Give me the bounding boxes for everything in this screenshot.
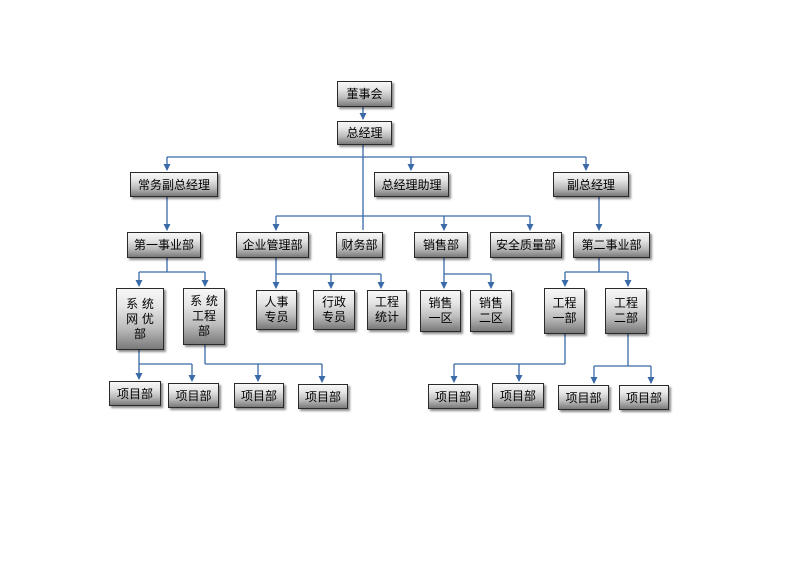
board-node: 董事会	[337, 81, 392, 107]
general-manager-node: 总经理	[337, 121, 392, 145]
sales-node: 销售部	[414, 232, 468, 258]
finance-node: 财务部	[336, 232, 383, 258]
gm-assistant-node: 总经理助理	[374, 172, 449, 197]
sales-zone-1-node: 销售 一区	[420, 290, 461, 332]
project-dept-node: 项目部	[234, 383, 284, 408]
vice-gm-node: 副总经理	[553, 172, 629, 197]
engineering-statistics-node: 工程 统计	[367, 290, 407, 330]
admin-specialist-node: 行政 专员	[313, 290, 355, 330]
system-network-optimization-node: 系 统 网 优 部	[116, 288, 164, 350]
project-dept-node: 项目部	[558, 385, 609, 410]
engineering-dept-2-node: 工程 二部	[605, 288, 647, 334]
safety-quality-node: 安全质量部	[490, 232, 562, 258]
first-division-node: 第一事业部	[127, 232, 201, 258]
engineering-dept-1-node: 工程 一部	[544, 288, 585, 334]
project-dept-node: 项目部	[109, 381, 161, 406]
project-dept-node: 项目部	[619, 385, 669, 410]
project-dept-node: 项目部	[168, 383, 219, 408]
second-division-node: 第二事业部	[573, 232, 650, 258]
system-engineering-node: 系 统 工程 部	[183, 288, 225, 345]
project-dept-node: 项目部	[298, 384, 348, 409]
project-dept-node: 项目部	[428, 384, 478, 409]
executive-vice-gm-node: 常务副总经理	[130, 172, 218, 197]
project-dept-node: 项目部	[492, 383, 544, 408]
sales-zone-2-node: 销售 二区	[470, 290, 512, 332]
hr-specialist-node: 人事 专员	[256, 290, 297, 330]
enterprise-management-node: 企业管理部	[236, 232, 309, 258]
